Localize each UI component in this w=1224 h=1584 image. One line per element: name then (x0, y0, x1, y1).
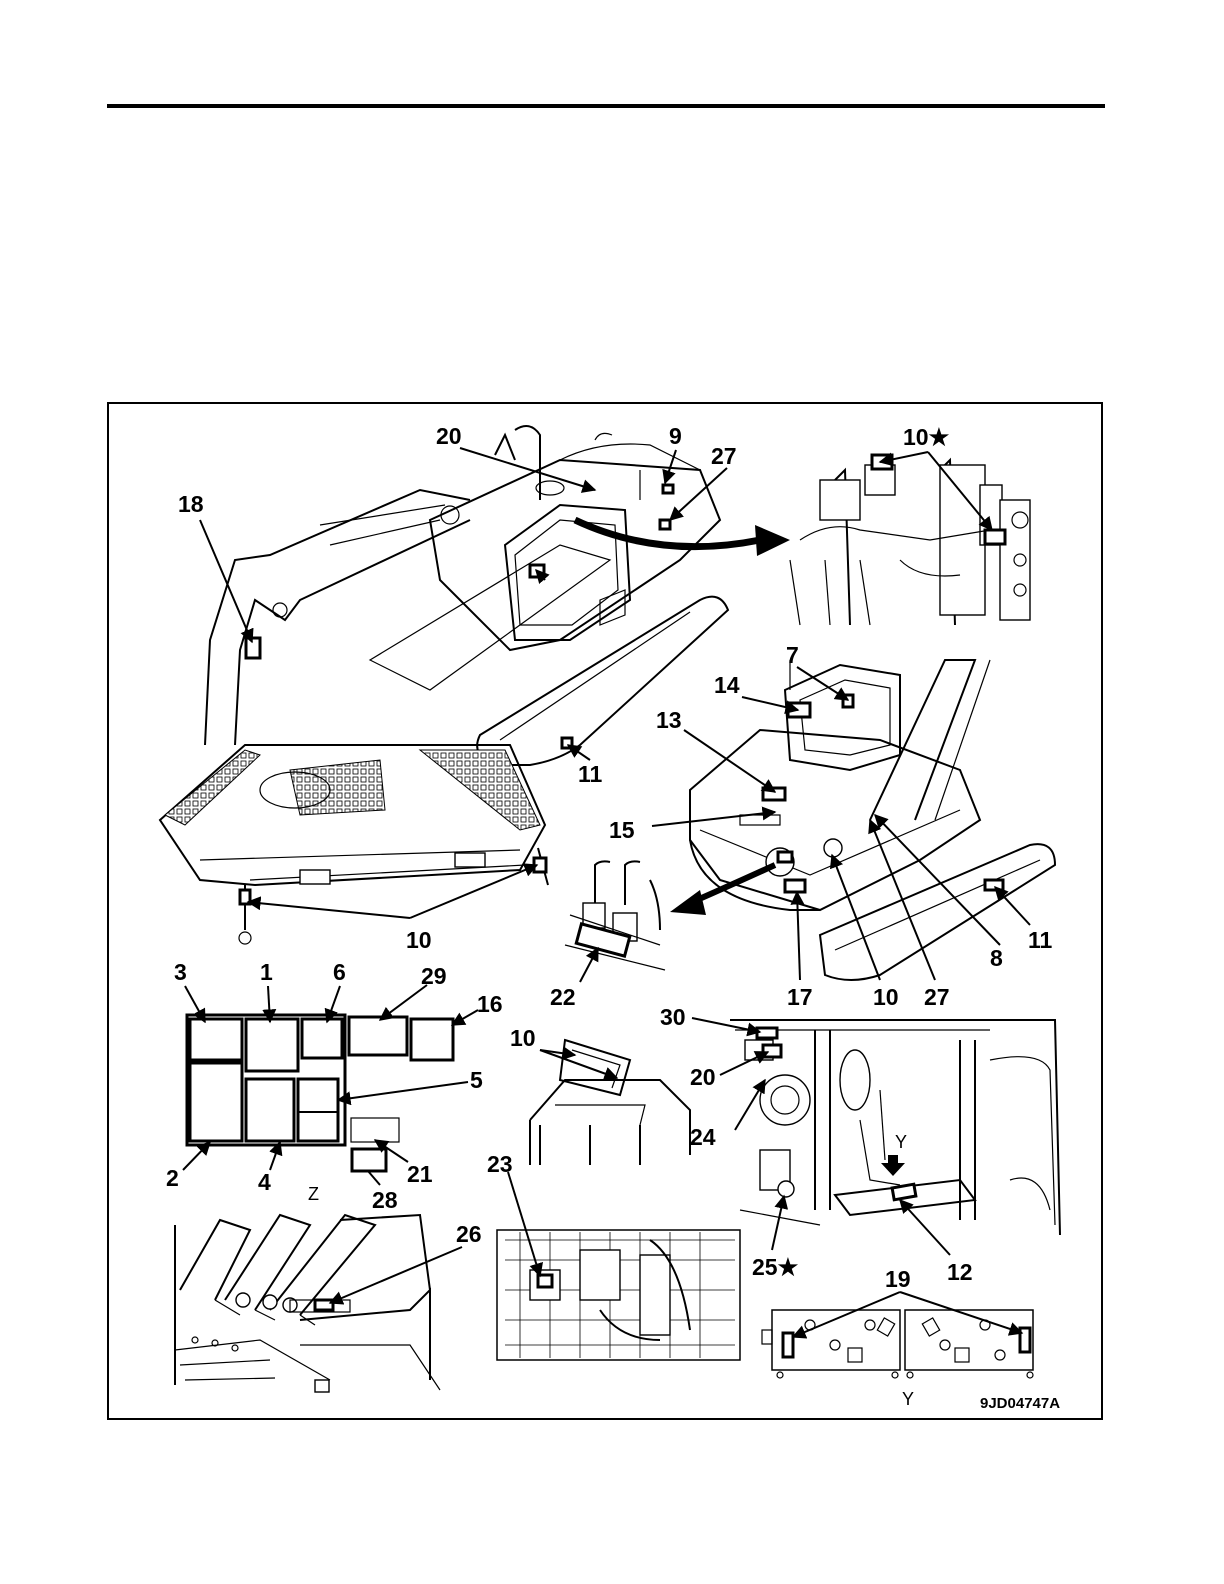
accumulator-detail (565, 861, 665, 970)
cab-roof-hatch (530, 1040, 690, 1165)
callout-15: 15 (609, 817, 635, 843)
callout-2: 2 (166, 1165, 179, 1191)
callout-29: 29 (421, 963, 447, 989)
callout-20: 20 (690, 1064, 716, 1090)
callout-30: 30 (660, 1004, 686, 1030)
callout-26: 26 (456, 1221, 482, 1247)
callout-4: 4 (258, 1169, 271, 1195)
excavator-overview-drawing (205, 426, 728, 765)
callout-11: 11 (578, 761, 603, 787)
callout-14: 14 (714, 672, 740, 698)
callout-28: 28 (372, 1187, 398, 1213)
callout-22: 22 (550, 984, 576, 1010)
callout-17: 17 (787, 984, 813, 1010)
figure-code: 9JD04747A (980, 1395, 1060, 1412)
callout-19: 19 (885, 1266, 911, 1292)
view-y-drawing (762, 1310, 1033, 1378)
callout-7: 7 (786, 642, 799, 668)
callout-18: 18 (178, 491, 204, 517)
callout-5: 5 (470, 1067, 483, 1093)
callout-10: 10 (406, 927, 432, 953)
callout-21: 21 (407, 1161, 433, 1187)
callout-27: 27 (924, 984, 950, 1010)
callout-13: 13 (656, 707, 682, 733)
callout-23: 23 (487, 1151, 513, 1177)
callout-12: 12 (947, 1259, 973, 1285)
view-label-y: Y (895, 1132, 907, 1152)
callout-8: 8 (990, 945, 1003, 971)
callout-20: 20 (436, 423, 462, 449)
view-z-drawing (175, 1215, 440, 1392)
control-valve-detail (790, 455, 1030, 625)
engine-hood-drawing (160, 745, 548, 944)
rear-machine-view (690, 660, 1055, 980)
decal-layout-panel (187, 1015, 453, 1171)
view-label-y: Y (902, 1389, 914, 1409)
callout-24: 24 (690, 1124, 716, 1150)
control-valve-area-view (497, 1230, 740, 1360)
callout-10-star: 10★ (903, 424, 950, 450)
callout-1: 1 (260, 959, 273, 985)
callout-27: 27 (711, 443, 737, 469)
callout-25-star: 25★ (752, 1254, 799, 1280)
callout-9: 9 (669, 423, 682, 449)
callout-3: 3 (174, 959, 187, 985)
callout-16: 16 (477, 991, 503, 1017)
engine-compartment-view (730, 1020, 1060, 1235)
callout-10: 10 (873, 984, 899, 1010)
view-label-z: Z (308, 1184, 319, 1204)
callout-6: 6 (333, 959, 346, 985)
callout-11: 11 (1028, 927, 1053, 953)
callout-10: 10 (510, 1025, 536, 1051)
